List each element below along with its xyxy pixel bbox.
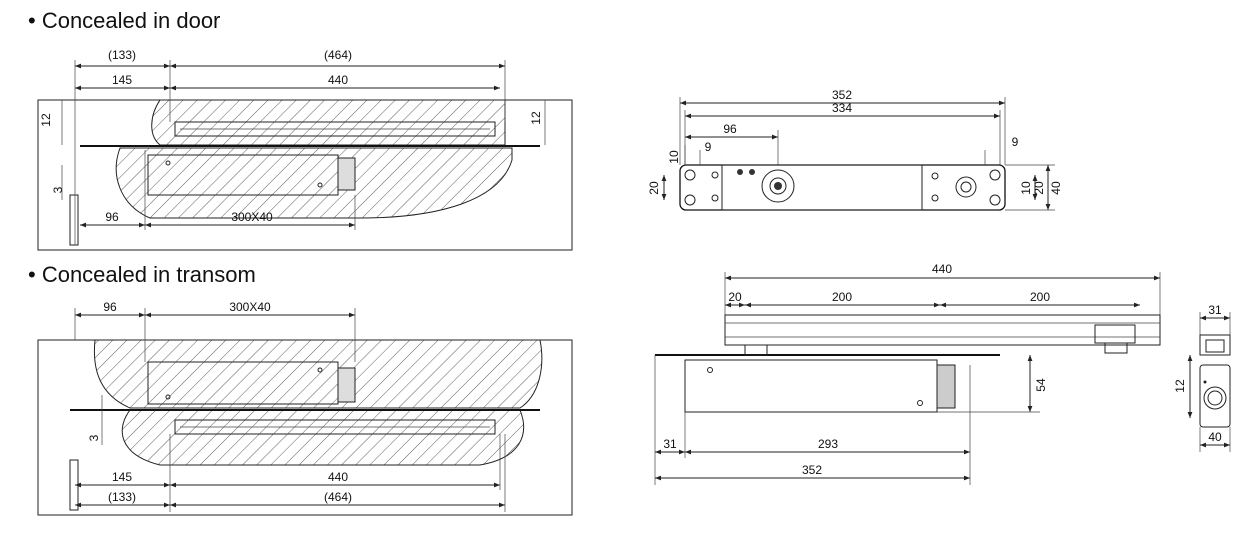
side-dim-40: 40 [1208,430,1222,444]
door-hinge [69,194,79,246]
transom-slide-rail [174,419,496,435]
door-dim-12-right: 12 [529,111,543,125]
transom-dim-133: (133) [108,490,136,504]
plate-right-ring [955,176,977,198]
door-slide-rail [174,121,496,137]
side-dim-12: 12 [1173,379,1187,393]
end-housing-profile [1199,364,1231,428]
plate-hole [989,194,1001,206]
body-dim-200-b: 200 [1030,290,1050,304]
door-installation-view: (133) (464) 145 440 12 12 3 96 300X40 [37,48,573,251]
transom-dim-3: 3 [87,434,101,441]
body-dim-31: 31 [663,437,677,451]
door-dim-440: 440 [328,73,348,87]
body-dim-54: 54 [1034,378,1048,392]
mounting-plate-view: 352 334 96 10 9 9 20 10 20 40 [647,88,1063,211]
plate-dim-352: 352 [832,88,852,102]
plate-dim-20-right: 20 [1032,181,1046,195]
plate-hole [989,169,1001,181]
transom-installation-view: 96 300X40 3 145 440 (133) (464) [37,300,573,516]
heading-concealed-in-transom: • Concealed in transom [28,262,256,287]
transom-hatched-bottom [121,409,525,466]
plate-hole [684,169,696,181]
body-dim-293: 293 [818,437,838,451]
plate-dim-10-right: 10 [1019,181,1033,195]
heading-concealed-in-door: • Concealed in door [28,8,221,33]
plate-dim-20-left: 20 [647,181,661,195]
door-hatched-bottom [115,147,513,219]
door-dim-133: (133) [108,48,136,62]
plate-pivot-ring [761,169,795,203]
transom-hatched-top [93,339,543,409]
closer-body-view: 440 20 200 200 54 31 293 352 [654,262,1161,485]
transom-dim-440: 440 [328,470,348,484]
door-dim-12-left: 12 [39,113,53,127]
transom-dim-96: 96 [103,300,117,314]
transom-dim-464: (464) [324,490,352,504]
slide-channel [724,314,1161,346]
body-dim-440: 440 [932,262,952,276]
plate-hole [684,194,696,206]
plate-dim-334: 334 [832,101,852,115]
end-channel-profile [1199,334,1231,356]
plate-dim-40: 40 [1049,181,1063,195]
door-dim-300x40: 300X40 [231,210,273,224]
plate-dim-9-left: 9 [705,140,712,154]
closer-housing [684,359,938,413]
plate-dim-96: 96 [723,122,737,136]
door-dim-96: 96 [105,210,119,224]
door-dim-145: 145 [112,73,132,87]
side-dim-31: 31 [1208,303,1222,317]
end-section-view: 31 12 40 [1173,303,1231,452]
transom-dim-300x40: 300X40 [229,300,271,314]
body-dim-20: 20 [728,290,742,304]
door-dim-3: 3 [51,186,65,193]
body-dim-352: 352 [802,463,822,477]
door-dim-464: (464) [324,48,352,62]
plate-dim-9-right: 9 [1012,135,1019,149]
transom-dim-145: 145 [112,470,132,484]
body-dim-200-a: 200 [832,290,852,304]
plate-dim-10: 10 [667,150,681,164]
mounting-plate-body [721,164,923,211]
